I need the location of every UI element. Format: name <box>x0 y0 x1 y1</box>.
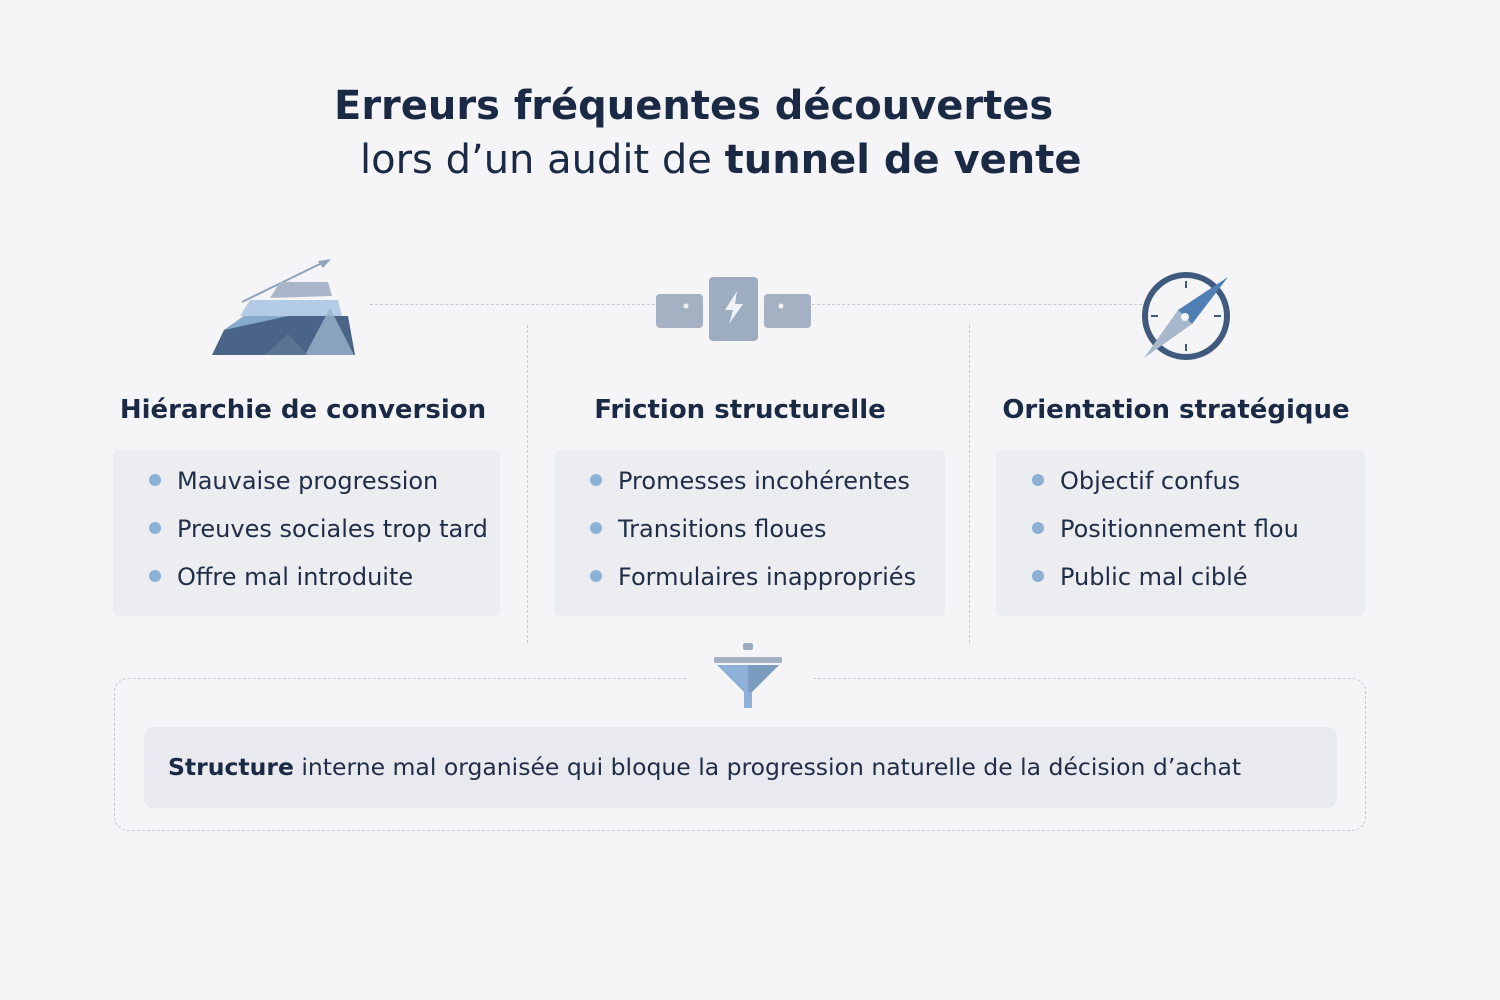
list-item: Objectif confus <box>996 460 1365 508</box>
list-friction: Promesses incohérentes Transitions floue… <box>554 460 945 604</box>
list-item: Transitions floues <box>554 508 945 556</box>
connector-line-right <box>812 304 1142 305</box>
title-line-1: Erreurs fréquentes découvertes <box>334 83 1054 129</box>
list-item-text: Preuves sociales trop tard <box>177 515 488 543</box>
list-item-text: Formulaires inappropriés <box>618 563 917 591</box>
list-item-text: Objectif confus <box>1060 467 1241 495</box>
connector-lightning-icon <box>655 276 813 342</box>
list-hierarchie: Mauvaise progression Preuves sociales tr… <box>113 460 500 604</box>
bullet-dot <box>149 474 161 486</box>
divider-right <box>969 325 970 643</box>
bullet-dot <box>1032 522 1044 534</box>
bullet-dot <box>149 522 161 534</box>
title-line-2-bold: tunnel de vente <box>724 137 1082 183</box>
bullet-dot <box>590 570 602 582</box>
column-title-hierarchie: Hiérarchie de conversion <box>119 395 487 425</box>
list-item-text: Positionnement flou <box>1060 515 1299 543</box>
list-item: Public mal ciblé <box>996 556 1365 604</box>
title-line-2-regular: lors d’un audit de <box>360 137 725 183</box>
card-hierarchie: Mauvaise progression Preuves sociales tr… <box>113 450 500 616</box>
bullet-dot <box>149 570 161 582</box>
bullet-dot <box>1032 570 1044 582</box>
list-item: Offre mal introduite <box>113 556 500 604</box>
funnel-icon <box>712 642 784 710</box>
card-orientation: Objectif confus Positionnement flou Publ… <box>996 450 1365 616</box>
bullet-dot <box>590 522 602 534</box>
list-item-text: Promesses incohérentes <box>618 467 910 495</box>
compass-icon <box>1138 268 1234 364</box>
bottom-summary-box: Structure interne mal organisée qui bloq… <box>144 727 1337 808</box>
list-orientation: Objectif confus Positionnement flou Publ… <box>996 460 1365 604</box>
list-item-text: Mauvaise progression <box>177 467 439 495</box>
divider-left <box>527 325 528 643</box>
list-item-text: Public mal ciblé <box>1060 563 1248 591</box>
column-title-friction: Friction structurelle <box>594 395 886 425</box>
bullet-dot <box>1032 474 1044 486</box>
bullet-dot <box>590 474 602 486</box>
list-item: Preuves sociales trop tard <box>113 508 500 556</box>
connector-line-left <box>370 304 655 305</box>
card-friction: Promesses incohérentes Transitions floue… <box>554 450 945 616</box>
list-item: Promesses incohérentes <box>554 460 945 508</box>
list-item: Formulaires inappropriés <box>554 556 945 604</box>
list-item: Positionnement flou <box>996 508 1365 556</box>
list-item-text: Transitions floues <box>618 515 827 543</box>
list-item: Mauvaise progression <box>113 460 500 508</box>
list-item-text: Offre mal introduite <box>177 563 414 591</box>
title-line-2: lors d’un audit de tunnel de vente <box>360 132 1082 188</box>
mountain-growth-icon <box>210 256 360 360</box>
bottom-summary-text: interne mal organisée qui bloque la prog… <box>293 753 1242 781</box>
column-title-orientation: Orientation stratégique <box>1002 395 1350 425</box>
bottom-summary-bold: Structure <box>168 753 294 781</box>
